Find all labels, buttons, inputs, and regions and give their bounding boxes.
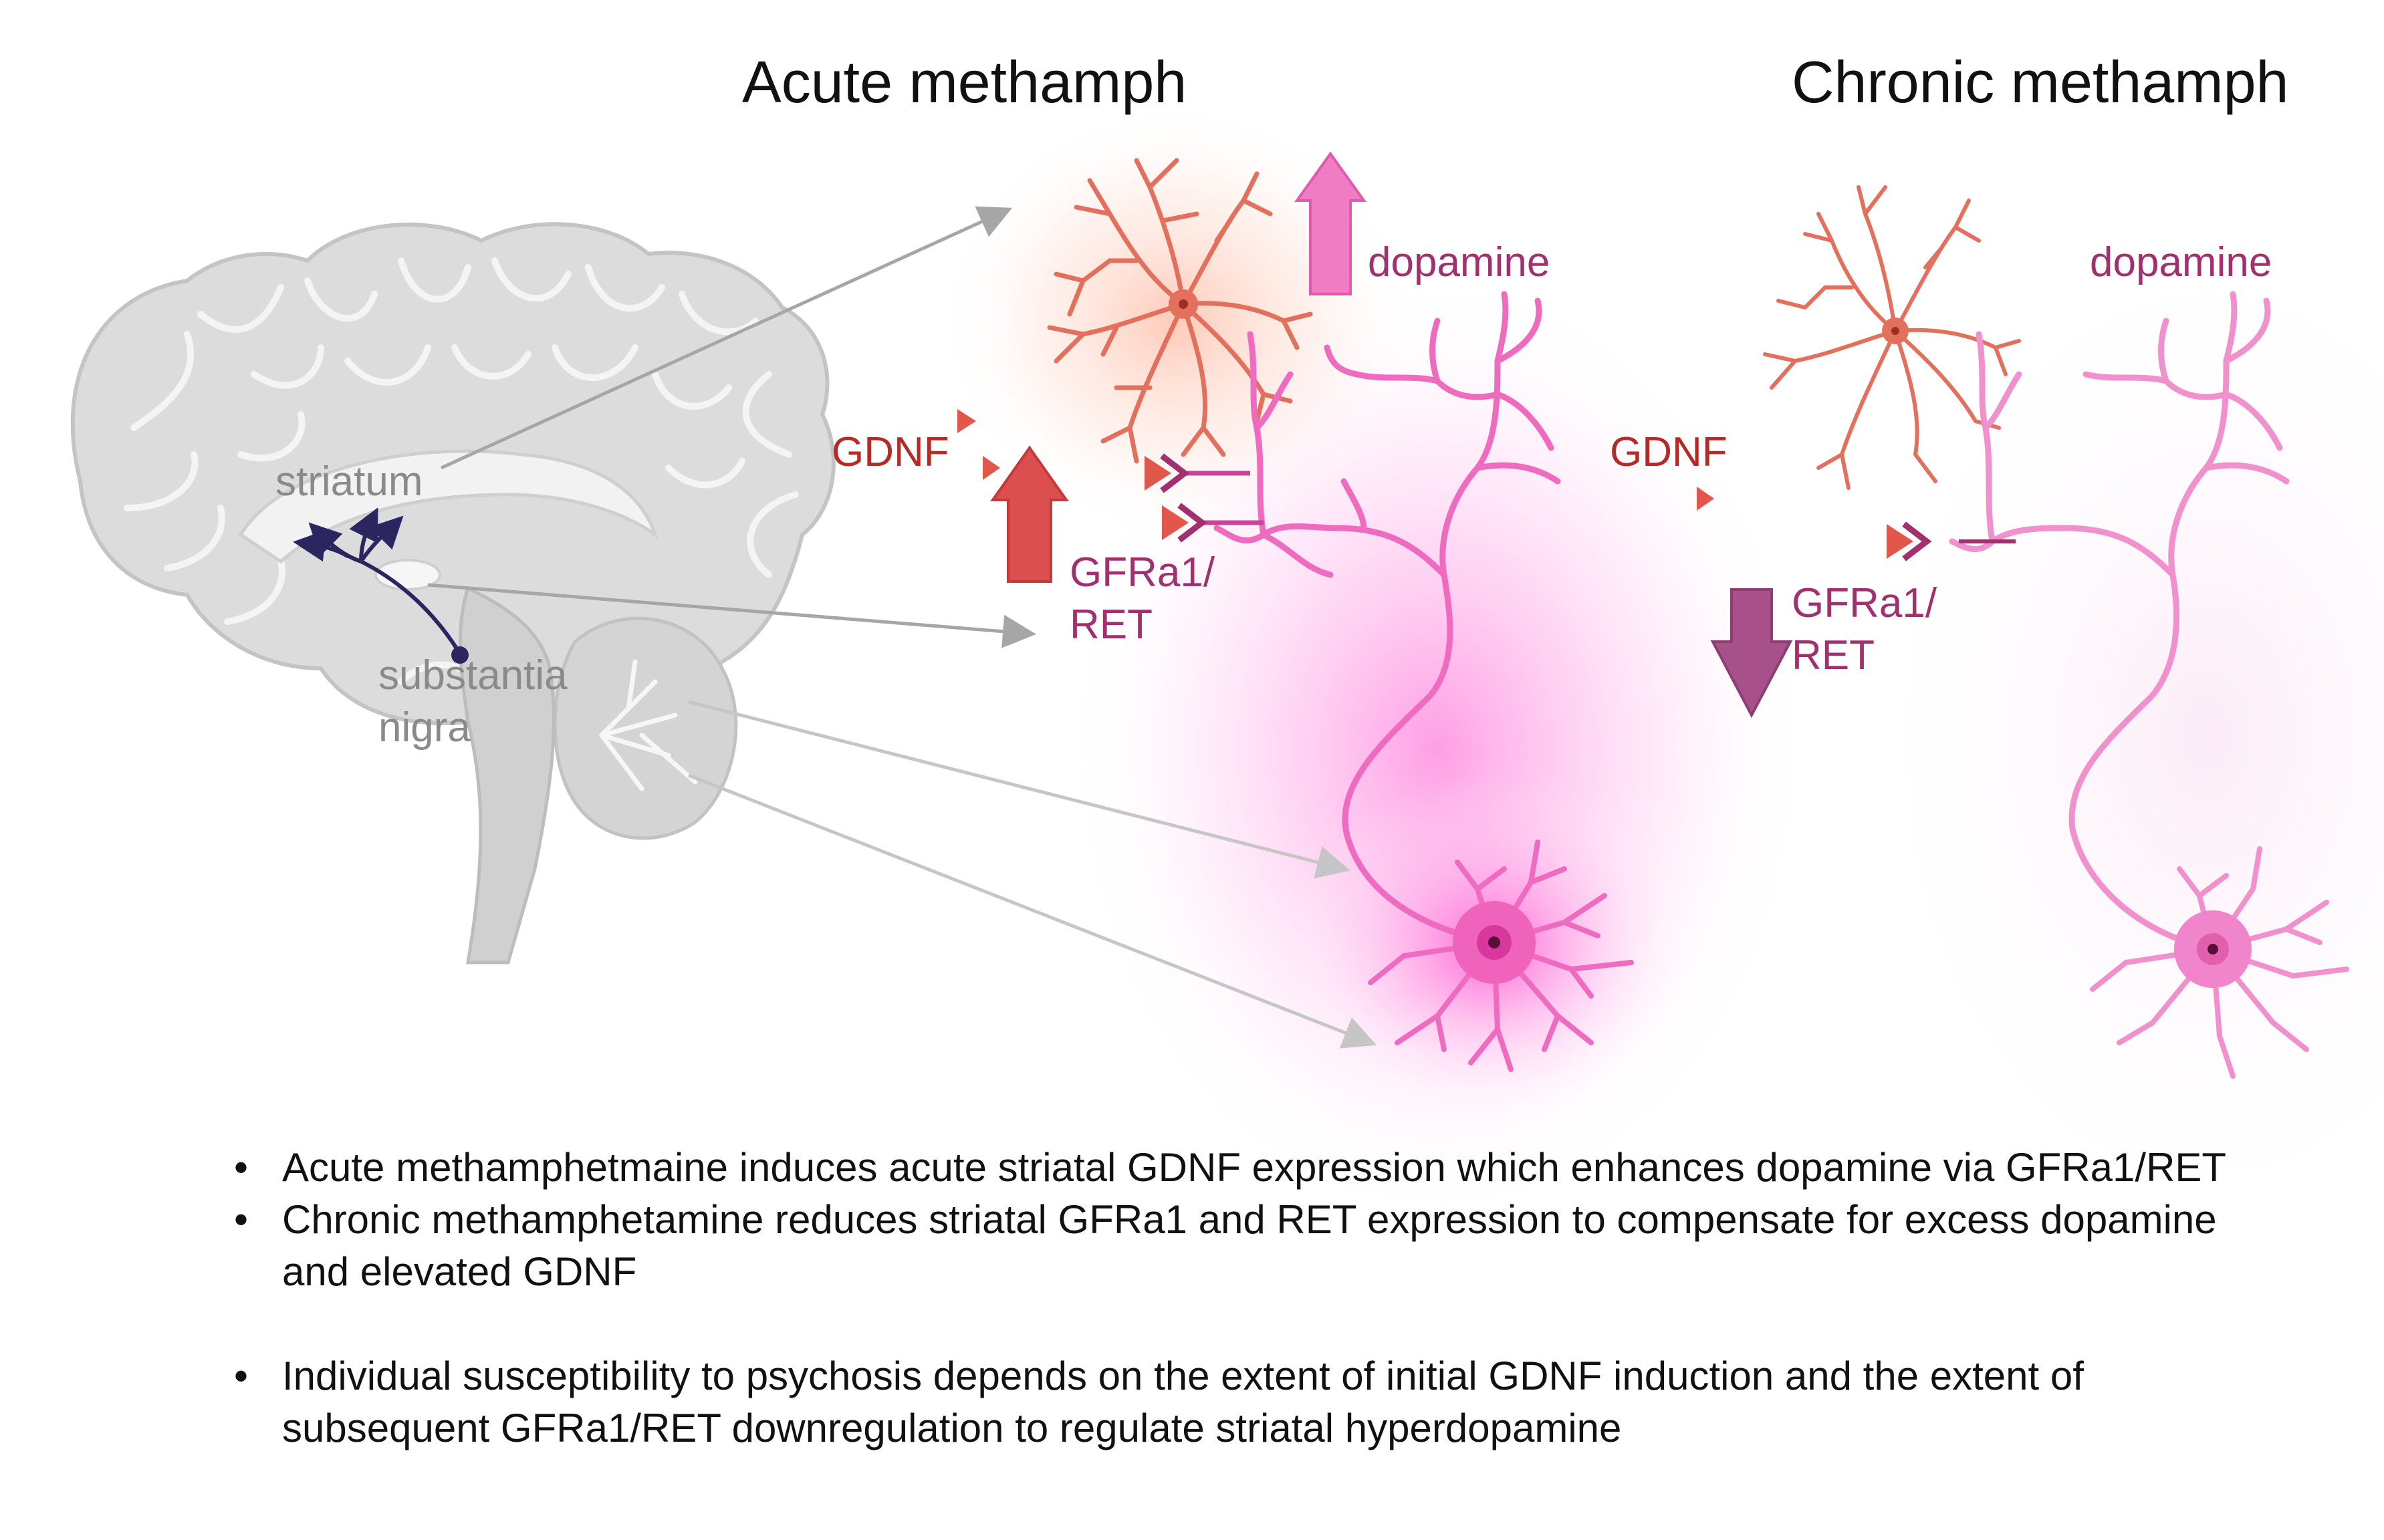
sn-to-soma-arrow-1 (688, 700, 1350, 879)
bullet-susceptibility: Individual susceptibility to psychosis d… (234, 1350, 2273, 1454)
brain-illustration (70, 222, 836, 965)
chronic-receptor (1887, 521, 1932, 561)
acute-gdnf-particle-1 (957, 409, 976, 433)
cerebellum (553, 616, 738, 840)
substantia-nigra-label-line1: substantia (378, 652, 568, 698)
acute-receptor-1 (1145, 453, 1190, 493)
sn-to-soma-arrow-2 (688, 773, 1377, 1049)
acute-dopamine-label: dopamine (1368, 239, 1550, 285)
acute-astrocyte-nucleus (1179, 299, 1188, 309)
chronic-gdnf-particle (1697, 487, 1714, 511)
chronic-astrocyte-nucleus (1891, 327, 1899, 335)
substantia-nigra-label-line2: nigra (378, 704, 471, 751)
acute-title: Acute methamph (742, 49, 1187, 115)
chronic-neuron (1949, 291, 2290, 952)
bullet-chronic: Chronic methamphetamine reduces striatal… (234, 1194, 2273, 1298)
acute-receptor-up-arrow (990, 445, 1069, 583)
chronic-receptor-label-line1: GFRa1/ (1792, 580, 1937, 626)
striatum-to-acute-arrow (440, 206, 1013, 470)
acute-neuron-axon-terminals (1180, 471, 1264, 525)
striatum-to-receptor-arrow (427, 583, 1036, 648)
acute-gdnf-particle-2 (983, 456, 1000, 480)
substantia-nigra-marker (451, 646, 469, 664)
acute-receptor-2 (1162, 503, 1207, 543)
acute-dopamine-up-arrow (1294, 151, 1366, 295)
corpus-callosum (238, 449, 659, 564)
acute-gdnf-label: GDNF (832, 429, 949, 475)
chronic-receptor-down-arrow (1710, 588, 1793, 719)
arbor-vitae (599, 659, 698, 791)
acute-astrocyte (1047, 158, 1313, 464)
chronic-dopamine-label: dopamine (2090, 239, 2272, 285)
acute-receptor-label-line2: RET (1070, 602, 1153, 648)
chronic-astrocyte (1763, 185, 2021, 490)
chronic-neuron-nucleolus (2208, 944, 2218, 954)
connector-arrows (427, 206, 1377, 1049)
acute-neuron-nucleolus (1488, 936, 1500, 948)
chronic-title: Chronic methamph (1792, 49, 2289, 115)
acute-neuron (1213, 291, 1561, 946)
acute-receptor-label-line1: GFRa1/ (1070, 549, 1215, 596)
summary-bullets: Acute methamphetmaine induces acute stri… (234, 1142, 2273, 1454)
brainstem (458, 586, 556, 965)
chronic-gdnf-label: GDNF (1610, 429, 1727, 475)
chronic-receptor-label-line2: RET (1792, 632, 1875, 678)
striatum-label: striatum (275, 459, 423, 505)
bullet-acute: Acute methamphetmaine induces acute stri… (234, 1142, 2273, 1194)
nigrostriatal-pathway (293, 507, 462, 656)
